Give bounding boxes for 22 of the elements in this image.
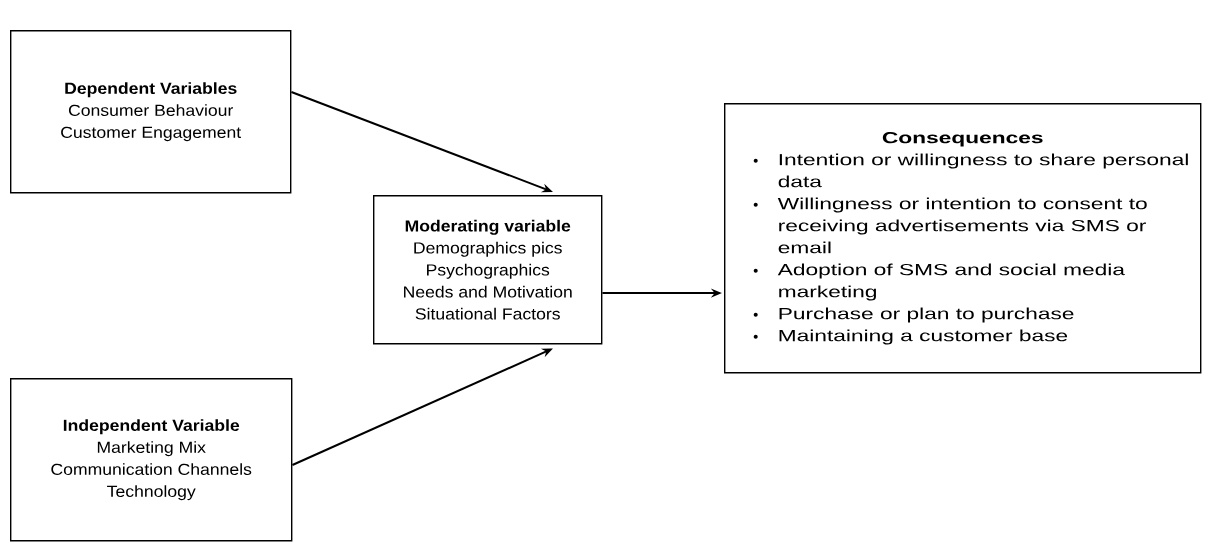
box bbox=[10, 378, 293, 542]
box-text: Technology bbox=[107, 485, 196, 501]
box-text: Customer Engagement bbox=[61, 126, 242, 142]
bullet-item: Purchase or plan to purchase bbox=[753, 307, 1074, 323]
box-heading: Consequences bbox=[882, 131, 1043, 147]
box-text: Consumer Behaviour bbox=[68, 104, 234, 116]
box-heading: Moderating variable bbox=[405, 219, 571, 235]
box bbox=[373, 195, 603, 345]
bullet-item: Intention or willingness to share personal data bbox=[753, 153, 1188, 188]
bullet-item: Adoption of SMS and social media marketing bbox=[753, 263, 1125, 301]
box-text: Psychographics bbox=[427, 263, 550, 279]
box bbox=[724, 103, 1202, 374]
box-heading: Independent Variable bbox=[63, 419, 240, 435]
bullet-item: Maintaining a customer base bbox=[753, 329, 1068, 345]
box-text: Needs and Motivation bbox=[404, 285, 572, 298]
box-text: Marketing Mix bbox=[97, 441, 206, 457]
box bbox=[10, 30, 292, 194]
box-text: Communication Channels bbox=[51, 463, 252, 475]
bullet-item: Willingness or intention to consent to receiving advertisements via SMS or email bbox=[753, 197, 1147, 254]
box-text: Demographics pics bbox=[414, 241, 562, 257]
box-heading: Dependent Variables bbox=[65, 82, 237, 98]
box-text: Situational Factors bbox=[415, 307, 560, 320]
